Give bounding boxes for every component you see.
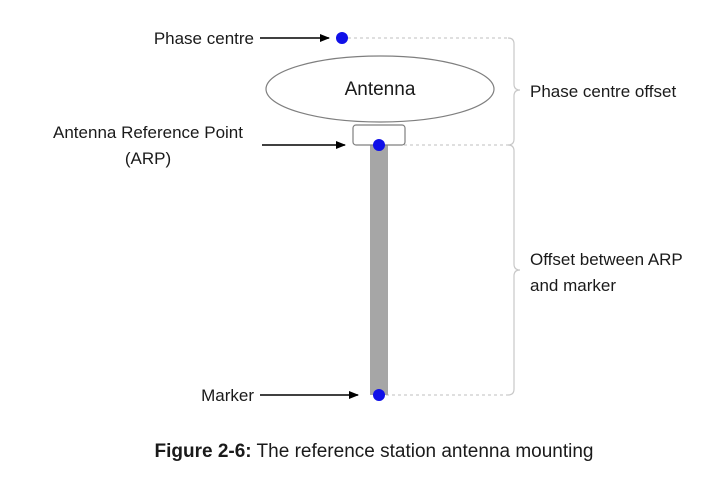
marker-label: Marker	[201, 386, 254, 405]
antenna-label: Antenna	[345, 79, 416, 100]
caption-prefix: Figure 2-6:	[154, 441, 251, 462]
phase-centre-point	[336, 32, 348, 44]
offset-arp-marker-line2: and marker	[530, 276, 616, 295]
figure-caption: Figure 2-6: The reference station antenn…	[154, 441, 593, 462]
marker-point	[373, 389, 385, 401]
caption-text: The reference station antenna mounting	[252, 441, 594, 462]
arp-label-line2: (ARP)	[125, 149, 171, 168]
arp-label-line1: Antenna Reference Point	[53, 123, 243, 142]
arp-marker-offset-brace	[507, 144, 521, 396]
offset-arp-marker-line1: Offset between ARP	[530, 250, 683, 269]
antenna-ellipse	[265, 55, 495, 123]
phase-centre-offset-brace	[507, 37, 521, 146]
phase-centre-label: Phase centre	[154, 29, 254, 48]
phase-centre-offset-label: Phase centre offset	[530, 82, 676, 101]
arp-point	[373, 139, 385, 151]
antenna-pole	[370, 145, 388, 395]
